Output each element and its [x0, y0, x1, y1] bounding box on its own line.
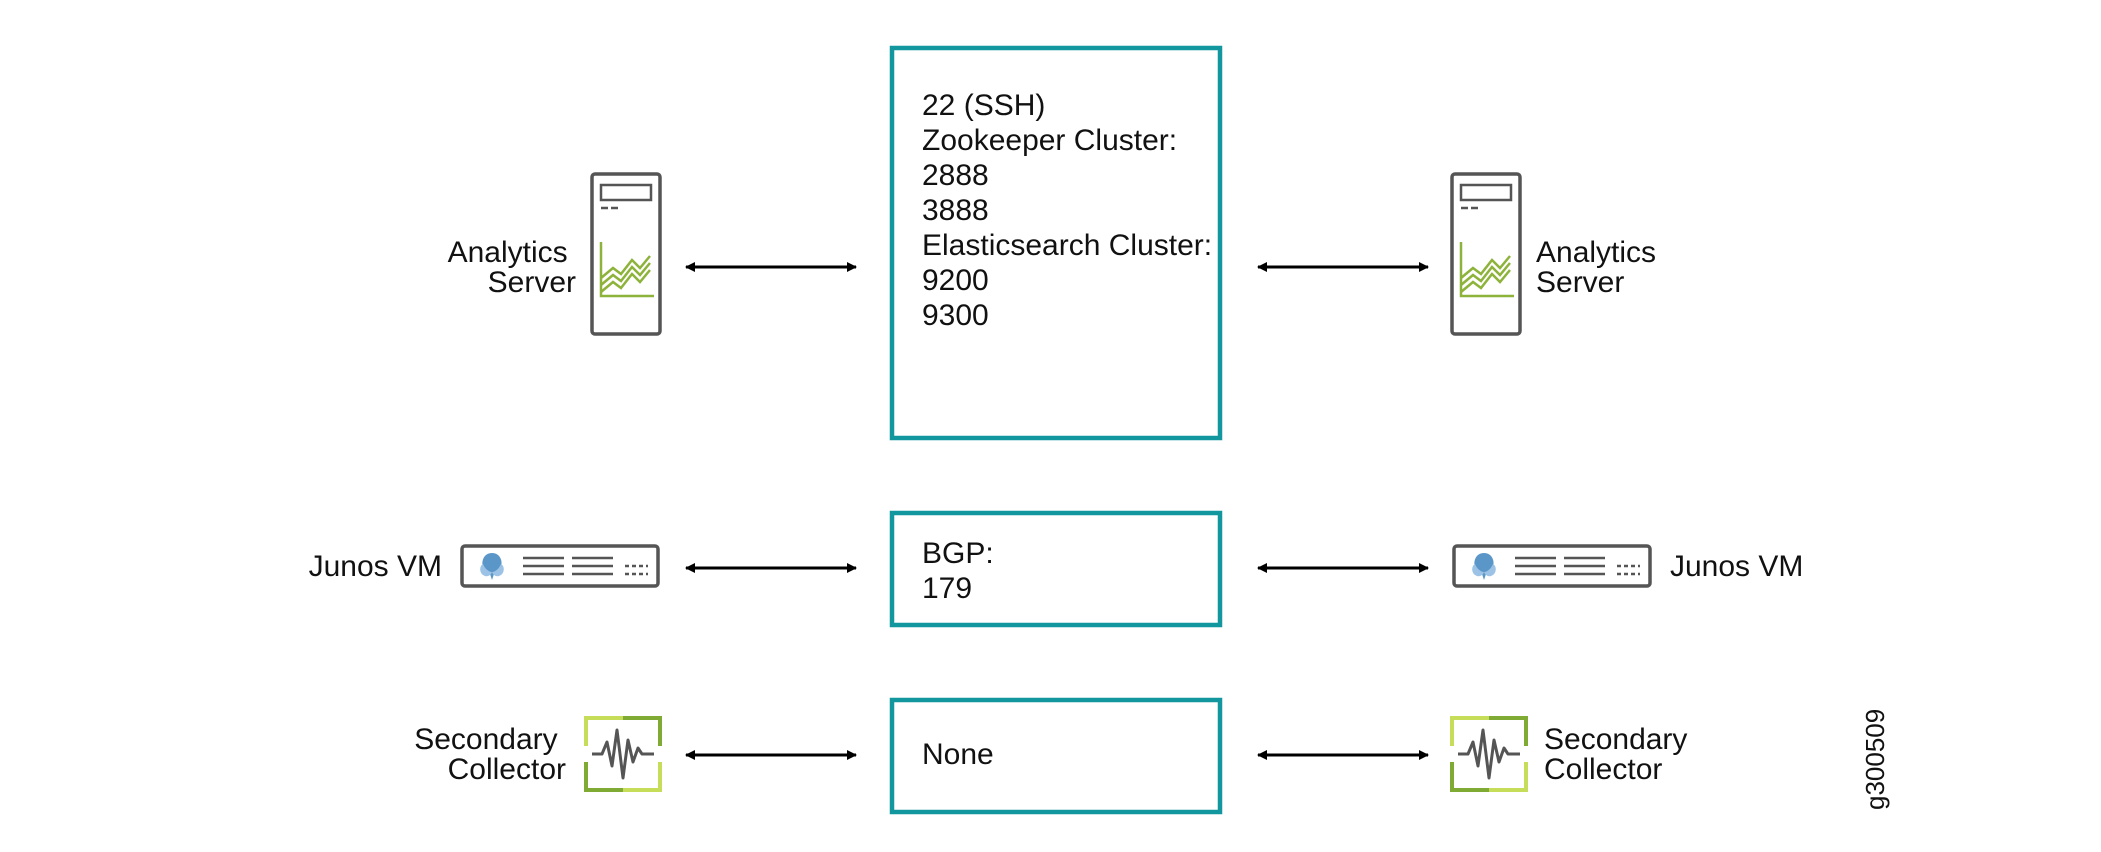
secondary-collector-label-right: Secondary Collector: [1544, 723, 1696, 786]
analytics-server-label-left: Analytics Server: [448, 236, 576, 299]
ports-text-analytics: 22 (SSH) Zookeeper Cluster: 2888 3888 El…: [922, 89, 1220, 332]
analytics-server-icon: [1450, 172, 1522, 336]
analytics-server-icon: [590, 172, 662, 336]
ports-text-collector: None: [922, 738, 994, 771]
secondary-collector-label-left: Secondary Collector: [414, 723, 566, 786]
ports-box-analytics: [889, 45, 1223, 441]
ports-box-collector: [889, 697, 1223, 815]
secondary-collector-icon: [1450, 716, 1528, 792]
junos-vm-icon: [1452, 544, 1652, 588]
junos-vm-icon: [460, 544, 660, 588]
junos-vm-label-left: Junos VM: [309, 550, 442, 583]
junos-vm-label-right: Junos VM: [1670, 550, 1803, 583]
figure-id: g300509: [1860, 709, 1890, 810]
ports-box-junos: [889, 510, 1223, 628]
secondary-collector-icon: [584, 716, 662, 792]
ports-text-junos: BGP: 179: [922, 537, 1002, 605]
analytics-server-label-right: Analytics Server: [1536, 236, 1664, 299]
